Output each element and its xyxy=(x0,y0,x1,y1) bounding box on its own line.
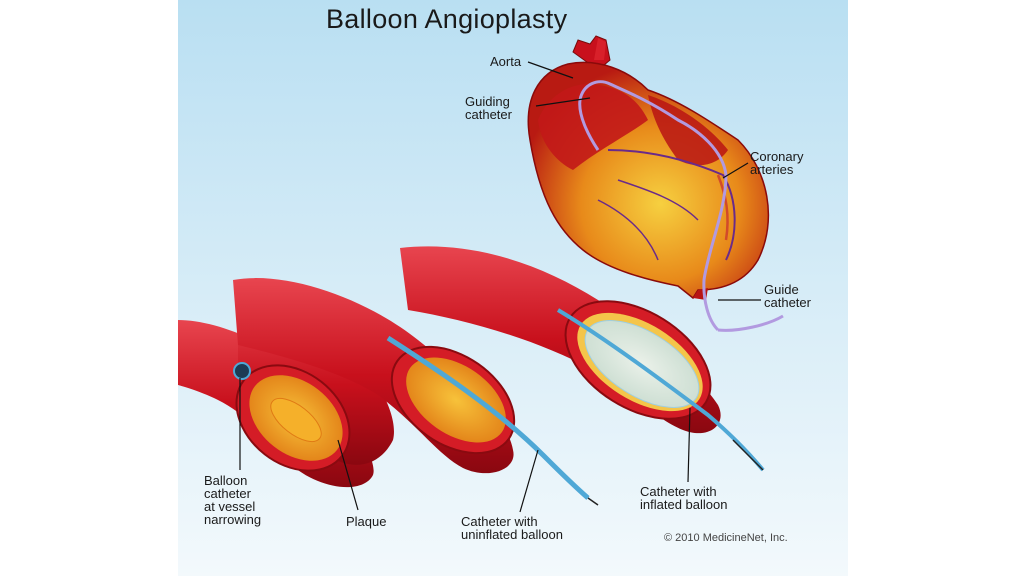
leader-aorta xyxy=(527,61,574,79)
copyright-notice: © 2010 MedicineNet, Inc. xyxy=(664,532,788,544)
angioplasty-illustration xyxy=(178,0,848,576)
vessel-inflated xyxy=(400,246,765,472)
illustration-panel: Balloon Angioplasty Aorta Guiding cathet… xyxy=(178,0,848,576)
leader-coronary-arteries xyxy=(722,162,749,179)
label-guiding-catheter: Guiding catheter xyxy=(465,94,512,122)
label-aorta: Aorta xyxy=(490,54,522,69)
label-balloon-catheter: Balloon catheter at vessel narrowing xyxy=(204,473,262,527)
label-catheter-inflated: Catheter with inflated balloon xyxy=(640,484,728,512)
label-plaque: Plaque xyxy=(346,514,387,529)
leader-plaque xyxy=(337,439,359,511)
leader-guiding-catheter xyxy=(535,97,591,107)
page-title: Balloon Angioplasty xyxy=(326,4,568,34)
heart xyxy=(527,35,784,332)
label-catheter-uninflated: Catheter with uninflated balloon xyxy=(461,514,563,542)
label-guide-catheter: Guide catheter xyxy=(764,282,811,310)
leader-inflated xyxy=(687,407,691,483)
vessel-uninflated xyxy=(233,278,599,506)
label-coronary-arteries: Coronary arteries xyxy=(750,149,804,177)
leader-uninflated xyxy=(519,449,539,513)
leader-lines xyxy=(239,61,761,513)
vessel-narrowing xyxy=(178,305,394,488)
